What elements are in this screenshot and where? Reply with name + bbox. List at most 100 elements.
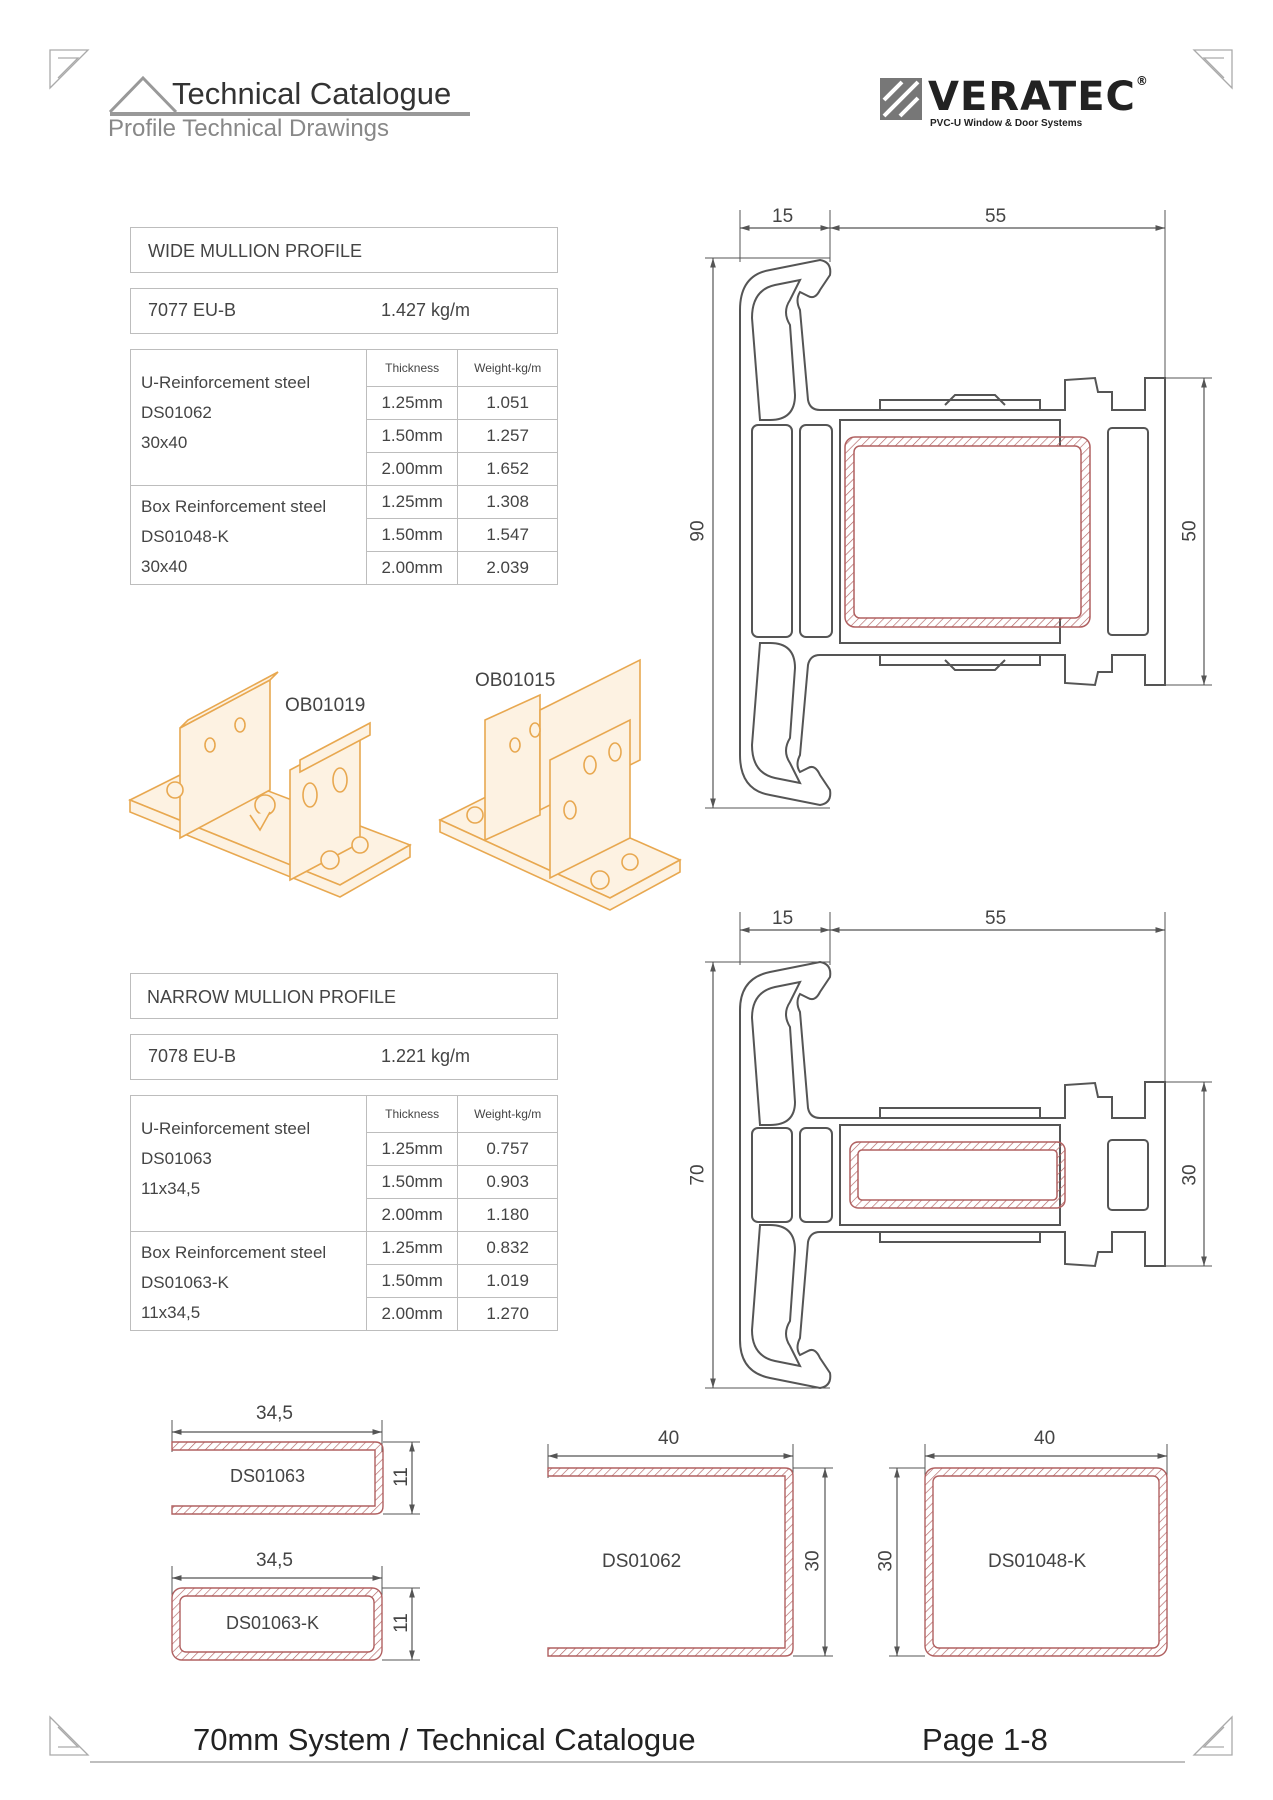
ds01048k-label: DS01048-K bbox=[988, 1551, 1087, 1572]
narrow-u-weight-1: 0.757 bbox=[457, 1132, 558, 1166]
wide-section-title: WIDE MULLION PROFILE bbox=[148, 241, 363, 261]
header-title: Technical Catalogue bbox=[172, 76, 452, 111]
wide-u-thickness-1: 1.25mm bbox=[365, 386, 459, 420]
footer-title: 70mm System / Technical Catalogue bbox=[193, 1722, 696, 1757]
ds01063-dim-width: 34,5 bbox=[256, 1403, 293, 1424]
narrow-col-thickness: Thickness bbox=[365, 1095, 459, 1133]
narrow-col-weight: Weight-kg/m bbox=[457, 1095, 558, 1133]
wide-mullion-steel-insert bbox=[844, 436, 1091, 628]
narrow-u-thickness-3: 2.00mm bbox=[365, 1198, 459, 1232]
ds01062-dim-width: 40 bbox=[658, 1428, 680, 1449]
header-subtitle: Profile Technical Drawings bbox=[108, 115, 390, 142]
wide-dim-right: 55 bbox=[985, 206, 1007, 227]
steel-ds01062-drawing bbox=[547, 1444, 833, 1657]
wide-box-weight-1: 1.308 bbox=[457, 485, 558, 519]
narrow-u-thickness-1: 1.25mm bbox=[365, 1132, 459, 1166]
narrow-u-weight-2: 0.903 bbox=[457, 1165, 558, 1199]
ds01048k-dim-width: 40 bbox=[1034, 1428, 1056, 1449]
narrow-dim-inner: 30 bbox=[1179, 1164, 1201, 1186]
narrow-profile-code: 7078 EU-B bbox=[148, 1046, 237, 1066]
wide-dim-inner: 50 bbox=[1179, 520, 1201, 542]
narrow-dim-height: 70 bbox=[687, 1164, 709, 1186]
wide-u-weight-2: 1.257 bbox=[457, 419, 558, 453]
narrow-dim-right: 55 bbox=[985, 908, 1007, 929]
narrow-section-title: NARROW MULLION PROFILE bbox=[147, 987, 397, 1007]
wide-u-weight-1: 1.051 bbox=[457, 386, 558, 420]
ds01063k-dim-height: 11 bbox=[390, 1613, 412, 1633]
brand-name: VERATEC® bbox=[928, 74, 1149, 120]
wide-u-steel-code: DS01062 bbox=[141, 403, 212, 422]
steel-ds01063k-drawing bbox=[171, 1566, 420, 1661]
wide-reinforcement-table: U-Reinforcement steel DS01062 30x40 Thic… bbox=[130, 349, 558, 585]
narrow-box-thickness-2: 1.50mm bbox=[365, 1264, 459, 1298]
narrow-u-steel-size: 11x34,5 bbox=[141, 1179, 201, 1198]
corner-ornament-top-right bbox=[1192, 49, 1233, 90]
ds01062-dim-height: 30 bbox=[802, 1550, 824, 1572]
wide-u-steel-size: 30x40 bbox=[141, 433, 188, 452]
narrow-u-thickness-2: 1.50mm bbox=[365, 1165, 459, 1199]
wide-box-thickness-3: 2.00mm bbox=[365, 551, 459, 585]
narrow-section-title-box: NARROW MULLION PROFILE bbox=[130, 973, 558, 1019]
ds01048k-dim-height: 30 bbox=[875, 1550, 897, 1572]
narrow-box-thickness-1: 1.25mm bbox=[365, 1231, 459, 1265]
wide-box-thickness-2: 1.50mm bbox=[365, 518, 459, 552]
bracket-ob01015-drawing bbox=[438, 658, 682, 911]
ds01063k-label: DS01063-K bbox=[226, 1613, 320, 1633]
narrow-box-steel-code: DS01063-K bbox=[141, 1273, 229, 1292]
wide-u-weight-3: 1.652 bbox=[457, 452, 558, 486]
ds01062-label: DS01062 bbox=[602, 1551, 682, 1572]
wide-box-weight-2: 1.547 bbox=[457, 518, 558, 552]
ds01063-label: DS01063 bbox=[230, 1466, 306, 1486]
wide-profile-code: 7077 EU-B bbox=[148, 300, 237, 320]
wide-dim-left: 15 bbox=[772, 206, 794, 227]
narrow-profile-weight: 1.221 kg/m bbox=[381, 1046, 471, 1066]
wide-dim-height: 90 bbox=[687, 520, 709, 542]
wide-mullion-profile-drawing bbox=[705, 210, 1212, 809]
narrow-mullion-profile-drawing bbox=[705, 912, 1212, 1390]
wide-u-steel-cell: U-Reinforcement steel DS01062 30x40 bbox=[130, 349, 367, 486]
ds01063k-dim-width: 34,5 bbox=[256, 1550, 293, 1571]
bracket-ob01019-label: OB01019 bbox=[285, 695, 366, 716]
narrow-u-steel-code: DS01063 bbox=[141, 1149, 212, 1168]
narrow-profile-code-box: 7078 EU-B 1.221 kg/m bbox=[130, 1034, 558, 1080]
steel-ds01063-drawing bbox=[171, 1420, 420, 1515]
narrow-mullion-steel-insert bbox=[849, 1141, 1066, 1209]
narrow-box-weight-2: 1.019 bbox=[457, 1264, 558, 1298]
narrow-box-steel-cell: Box Reinforcement steel DS01063-K 11x34,… bbox=[130, 1231, 367, 1331]
wide-u-thickness-3: 2.00mm bbox=[365, 452, 459, 486]
wide-u-steel-name: U-Reinforcement steel bbox=[141, 373, 311, 392]
corner-ornament-bottom-right bbox=[1192, 1715, 1233, 1756]
wide-profile-weight: 1.427 kg/m bbox=[381, 300, 471, 320]
narrow-box-weight-3: 1.270 bbox=[457, 1297, 558, 1331]
wide-section-title-box: WIDE MULLION PROFILE bbox=[130, 227, 558, 273]
bracket-ob01015-label: OB01015 bbox=[475, 670, 556, 691]
wide-box-steel-cell: Box Reinforcement steel DS01048-K 30x40 bbox=[130, 485, 367, 585]
wide-box-weight-3: 2.039 bbox=[457, 551, 558, 585]
veratec-logo-icon bbox=[880, 78, 922, 120]
corner-ornament-bottom-left bbox=[49, 1715, 90, 1756]
corner-ornament-top-left bbox=[49, 49, 90, 90]
narrow-u-weight-3: 1.180 bbox=[457, 1198, 558, 1232]
wide-profile-code-box: 7077 EU-B 1.427 kg/m bbox=[130, 288, 558, 334]
narrow-box-weight-1: 0.832 bbox=[457, 1231, 558, 1265]
wide-u-thickness-2: 1.50mm bbox=[365, 419, 459, 453]
bracket-ob01019-drawing bbox=[128, 671, 412, 898]
footer-page-number: Page 1-8 bbox=[922, 1722, 1048, 1757]
wide-col-weight: Weight-kg/m bbox=[457, 349, 558, 387]
narrow-u-steel-name: U-Reinforcement steel bbox=[141, 1119, 311, 1138]
ds01063-dim-height: 11 bbox=[390, 1467, 412, 1487]
brand-mark: ® bbox=[1135, 74, 1149, 88]
wide-box-thickness-1: 1.25mm bbox=[365, 485, 459, 519]
narrow-reinforcement-table: U-Reinforcement steel DS01063 11x34,5 Th… bbox=[130, 1095, 558, 1331]
brand-wordmark: VERATEC bbox=[928, 74, 1136, 120]
wide-box-steel-size: 30x40 bbox=[141, 557, 188, 576]
narrow-u-steel-cell: U-Reinforcement steel DS01063 11x34,5 bbox=[130, 1095, 367, 1232]
wide-col-thickness: Thickness bbox=[365, 349, 459, 387]
brand-tagline: PVC-U Window & Door Systems bbox=[930, 118, 1083, 129]
narrow-box-steel-size: 11x34,5 bbox=[141, 1303, 201, 1322]
narrow-box-thickness-3: 2.00mm bbox=[365, 1297, 459, 1331]
catalogue-triangle-icon bbox=[108, 75, 470, 116]
steel-ds01048k-drawing bbox=[889, 1444, 1168, 1657]
wide-box-steel-code: DS01048-K bbox=[141, 527, 229, 546]
